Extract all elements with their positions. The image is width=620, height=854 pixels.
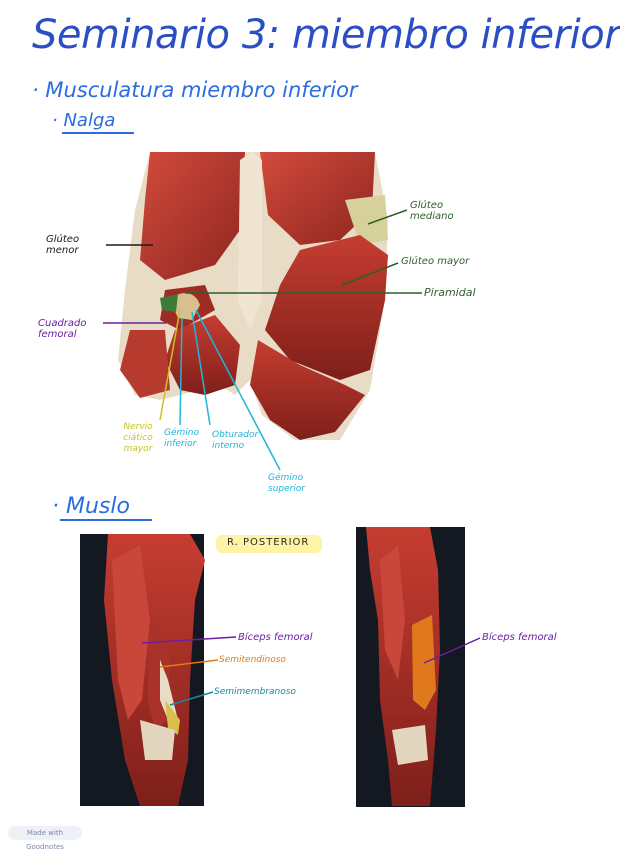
page-title: Seminario 3: miembro inferior xyxy=(32,12,620,58)
thigh-image-right xyxy=(356,527,465,807)
label-semimembranoso: Semimembranoso xyxy=(214,687,296,697)
label-nervio-ciatico-mayor: Nervio ciático mayor xyxy=(123,422,153,454)
region-highlight xyxy=(216,535,322,553)
muslo-underline xyxy=(60,519,152,521)
label-gemino-inferior: Gémino inferior xyxy=(164,428,199,449)
label-obturador-interno: Obturador interno xyxy=(212,430,259,451)
label-region-posterior: R. POSTERIOR xyxy=(227,537,310,548)
label-semitendinoso: Semitendinoso xyxy=(219,655,286,665)
section-heading-musculatura: · Musculatura miembro inferior xyxy=(32,78,358,102)
label-gluteo-mediano: Glúteo mediano xyxy=(410,200,454,222)
label-gluteo-mayor: Glúteo mayor xyxy=(401,256,470,267)
label-biceps-femoral-left: Bíceps femoral xyxy=(238,632,313,643)
label-gemino-superior: Gémino superior xyxy=(268,473,306,494)
nalga-underline xyxy=(62,132,134,134)
label-biceps-femoral-right: Bíceps femoral xyxy=(482,632,557,643)
section-heading-muslo: · Muslo xyxy=(52,494,130,519)
label-cuadrado-femoral: Cuadrado femoral xyxy=(38,318,87,340)
thigh-image-left xyxy=(80,534,205,806)
goodnotes-badge: Made with Goodnotes xyxy=(8,826,82,851)
section-heading-nalga: · Nalga xyxy=(52,110,116,131)
label-piramidal: Piramidal xyxy=(424,286,476,299)
label-gluteo-menor: Glúteo menor xyxy=(46,234,80,256)
anatomy-drawings xyxy=(80,152,481,807)
gluteal-region-image xyxy=(118,152,388,440)
